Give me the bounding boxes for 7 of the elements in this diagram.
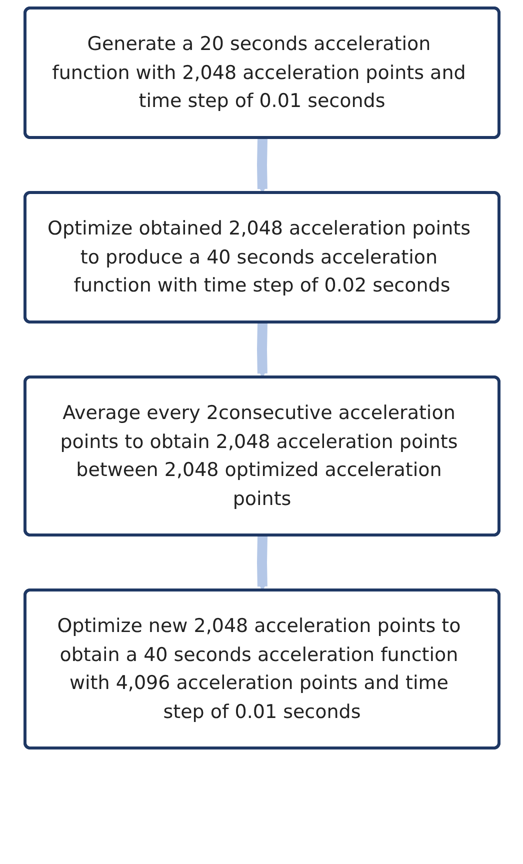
arrow	[256, 535, 267, 591]
node-text: Optimize obtained 2,048 acceleration points to produce a 40 seconds acceleration function with time step of 0.02 seconds	[46, 218, 470, 296]
node-text: Generate a 20 seconds acceleration function with 2,048 acceleration points and time step of 0.01 seconds	[52, 33, 466, 112]
node-text: Average every 2consecutive acceleration points to obtain 2,048 acceleration points between 2,048 optimized acceleration points	[60, 402, 458, 510]
arrow	[256, 138, 267, 194]
arrow	[256, 322, 267, 378]
node-text: Optimize new 2,048 acceleration points to obtain a 40 seconds acceleration function with 4,096 acceleration points and time step of 0.01 seconds	[56, 615, 460, 722]
